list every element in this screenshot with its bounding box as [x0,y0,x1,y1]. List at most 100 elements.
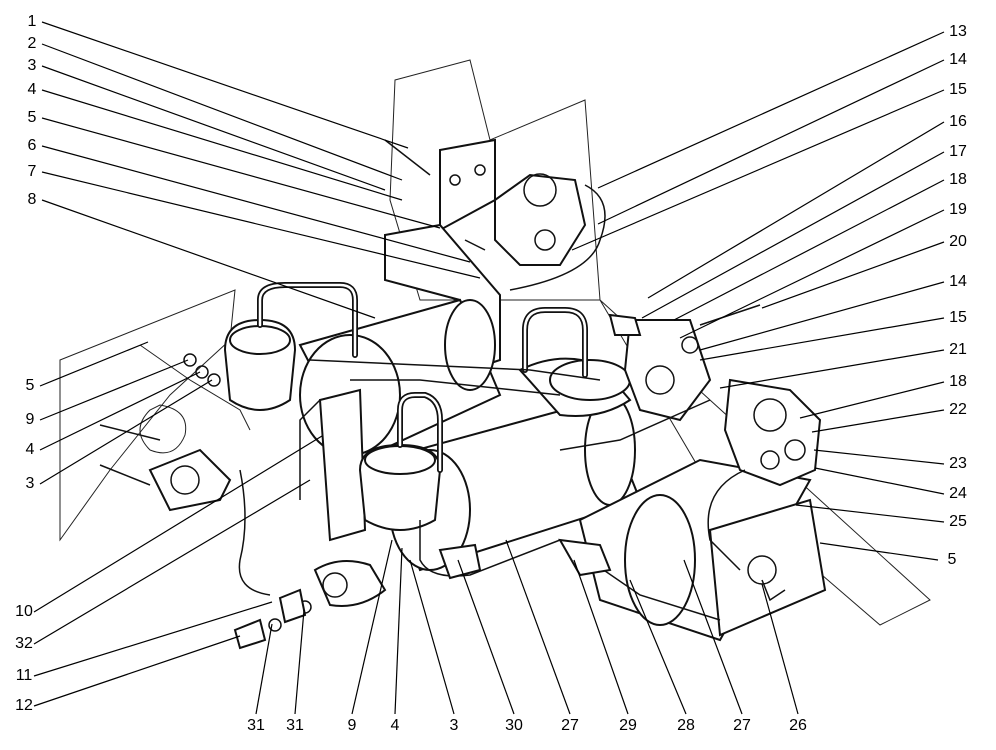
leader-line-r23 [813,449,945,465]
leader-line-r25 [795,504,945,523]
leader-line-r13 [597,31,945,189]
leader-line-b4 [394,547,403,715]
leader-line-l11 [33,601,273,677]
center-bracket [299,388,367,542]
part-label-l11: 11 [16,667,33,684]
part-label-r21: 21 [949,341,967,358]
leader-line-l6 [41,145,471,263]
part-label-l4b: 4 [26,441,35,458]
part-label-b31b: 31 [286,717,304,734]
part-label-b3: 3 [450,717,459,734]
leader-line-l7 [41,171,481,279]
part-label-l3: 3 [28,57,37,74]
leader-line-l8 [41,199,376,319]
leader-line-r14b [699,281,945,351]
part-label-l9: 9 [26,411,35,428]
leader-line-l3 [41,65,386,191]
part-label-r13: 13 [949,23,967,40]
leader-line-l10 [33,435,323,613]
part-label-l32: 32 [15,635,33,652]
part-number-labels: 1234567813141516171819201415211822232425… [15,13,967,734]
part-label-l3b: 3 [26,475,35,492]
right-valve [707,378,822,571]
center-air-tank [313,392,642,607]
right-rear-tank [578,458,827,642]
leader-line-l9 [39,359,189,421]
part-label-b27: 27 [561,717,579,734]
part-label-l5: 5 [28,109,37,126]
part-label-b28: 28 [677,717,695,734]
leader-line-l1 [41,21,409,149]
part-label-l6: 6 [28,137,37,154]
part-label-b4: 4 [391,717,400,734]
leader-line-b3 [409,559,455,715]
part-label-r19: 19 [949,201,967,218]
part-label-b27b: 27 [733,717,751,734]
leader-line-r16 [647,121,945,299]
leader-line-r18b [799,381,945,419]
part-label-l4: 4 [28,81,37,98]
part-label-r17: 17 [949,143,967,160]
leader-line-r22 [811,409,945,433]
leader-line-r15 [571,89,945,251]
part-label-b26: 26 [789,717,807,734]
part-label-r14b: 14 [949,273,967,290]
leader-line-r5 [819,542,939,561]
leader-line-b31b [294,609,305,715]
leader-line-l5 [41,117,441,229]
leader-line-l4 [41,89,403,201]
leader-line-r14 [597,59,945,225]
part-label-r24: 24 [949,485,967,502]
part-label-l10: 10 [15,603,33,620]
part-label-r23: 23 [949,455,967,472]
leader-line-l3b [39,379,213,485]
leader-line-r15b [699,317,945,361]
part-label-r14: 14 [949,51,967,68]
part-label-r16: 16 [949,113,967,130]
part-label-l7: 7 [28,163,37,180]
part-label-l12: 12 [15,697,33,714]
part-label-r5: 5 [948,551,957,568]
part-label-b30: 30 [505,717,523,734]
part-label-l1: 1 [28,13,37,30]
leader-line-r21 [719,349,945,389]
part-label-r25: 25 [949,513,967,530]
part-label-r15b: 15 [949,309,967,326]
leader-line-r24 [814,467,945,495]
bottom-fittings [233,538,612,650]
part-label-r18: 18 [949,171,967,188]
leader-line-r19 [679,209,945,339]
leader-line-l2 [41,43,403,181]
leader-line-b28 [629,579,687,715]
leader-line-b27b [683,559,743,715]
part-label-b29: 29 [619,717,637,734]
leader-line-l5b [39,341,149,387]
leader-line-r17 [641,151,945,319]
part-label-r15: 15 [949,81,967,98]
leader-line-b26 [761,583,799,715]
part-label-r18b: 18 [949,373,967,390]
left-drain-valve [99,344,251,512]
leader-line-b29 [573,559,629,715]
leader-line-l32 [33,479,311,645]
part-label-l8: 8 [28,191,37,208]
leader-line-b9 [351,539,393,715]
leader-line-b30 [457,559,515,715]
leader-lines [33,21,945,715]
part-label-l2: 2 [28,35,37,52]
leader-line-l4b [39,371,201,451]
part-label-b31: 31 [247,717,265,734]
leader-line-r18 [673,179,945,321]
upper-valve [464,173,606,291]
leader-line-b31 [255,623,273,715]
leader-line-b27 [505,539,571,715]
middle-valve-group [608,304,761,422]
part-label-b9: 9 [348,717,357,734]
part-label-r20: 20 [949,233,967,250]
part-label-r22: 22 [949,401,967,418]
leader-line-r20 [761,241,945,309]
leader-line-l12 [33,635,241,707]
part-label-l5b: 5 [26,377,35,394]
